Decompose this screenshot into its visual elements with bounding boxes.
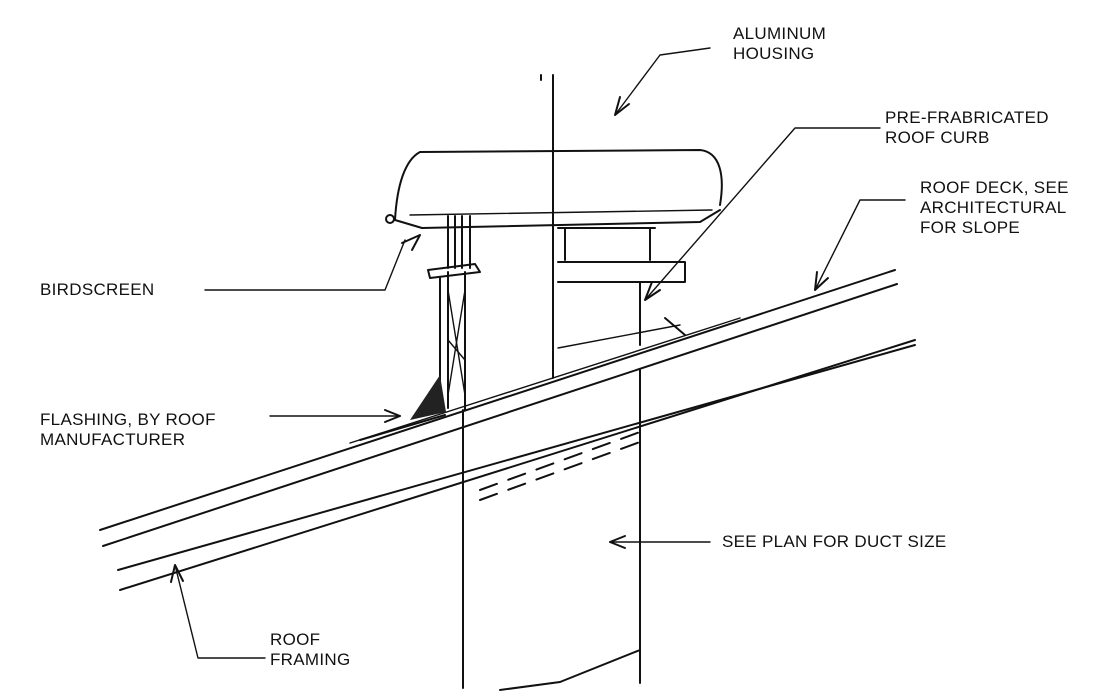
leader-lines	[170, 47, 906, 659]
roof-curb	[427, 215, 481, 411]
roof-deck	[99, 269, 898, 547]
roof-curb-label: PRE-FRABRICATED ROOF CURB	[885, 108, 1049, 148]
flashing-label-line-1: FLASHING, BY ROOF	[40, 410, 216, 429]
roof-deck-label: ROOF DECK, SEE ARCHITECTURAL FOR SLOPE	[920, 178, 1069, 238]
roof-curb-label-line-1: PRE-FRABRICATED	[885, 108, 1049, 127]
roof-curb-label-line-2: ROOF CURB	[885, 128, 990, 147]
flashing	[359, 375, 446, 441]
birdscreen-label-line-1: BIRDSCREEN	[40, 280, 155, 299]
duct-size-label-line-1: SEE PLAN FOR DUCT SIZE	[722, 532, 947, 551]
duct-size-label: SEE PLAN FOR DUCT SIZE	[722, 532, 947, 552]
aluminum-housing-label-line-2: HOUSING	[733, 44, 815, 63]
flashing-label: FLASHING, BY ROOF MANUFACTURER	[40, 410, 216, 450]
roof-framing-label: ROOF FRAMING	[270, 630, 350, 670]
aluminum-housing-label-line-1: ALUMINUM	[733, 24, 827, 43]
roof-framing	[117, 339, 916, 591]
roof-deck-label-line-3: FOR SLOPE	[920, 218, 1021, 237]
birdscreen-label: BIRDSCREEN	[40, 280, 154, 300]
flashing-label-line-2: MANUFACTURER	[40, 430, 186, 449]
roof-framing-label-line-1: ROOF	[270, 630, 321, 649]
aluminum-housing	[540, 74, 686, 379]
aluminum-housing-label: ALUMINUM HOUSING	[733, 24, 826, 64]
roof-deck-label-line-2: ARCHITECTURAL	[920, 198, 1067, 217]
duct	[462, 369, 641, 691]
roof-deck-label-line-1: ROOF DECK, SEE	[920, 178, 1069, 197]
roof-framing-label-line-2: FRAMING	[270, 650, 351, 669]
vent-hood	[385, 149, 723, 229]
